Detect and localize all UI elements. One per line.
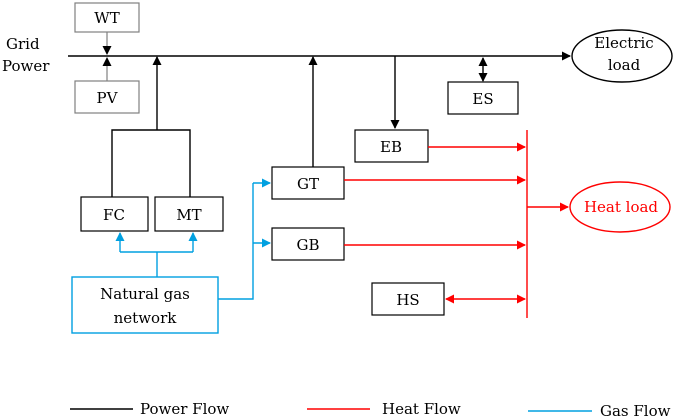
gt-box — [271, 166, 345, 200]
hs-label: HS — [396, 291, 419, 309]
legend-heat-label: Heat Flow — [382, 400, 461, 418]
mt-label: MT — [176, 206, 201, 224]
legend-gas-label: Gas Flow — [600, 402, 671, 419]
electric-load — [571, 29, 673, 83]
hs-box — [371, 282, 445, 316]
electric-load-line2: load — [608, 56, 641, 74]
wt-label: WT — [94, 9, 119, 27]
gb-label: GB — [296, 236, 319, 254]
eb-box — [354, 129, 429, 163]
es-label: ES — [472, 90, 493, 108]
natural-gas-line2: network — [114, 309, 178, 327]
heat-load — [569, 181, 671, 233]
natural-gas-box — [71, 276, 219, 334]
fc-box — [80, 196, 149, 232]
electric-load-line1: Electric — [594, 34, 653, 52]
fc-mt-power-link — [111, 129, 191, 197]
eb-label: EB — [380, 138, 402, 156]
grid-power-label-line2: Power — [2, 57, 50, 75]
legend-power-label: Power Flow — [140, 400, 229, 418]
natural-gas-line1: Natural gas — [100, 285, 190, 303]
legend: Power Flow Heat Flow Gas Flow — [70, 400, 671, 419]
gt-label: GT — [297, 175, 319, 193]
gb-box — [271, 227, 345, 261]
pv-label: PV — [97, 89, 119, 107]
heat-load-label: Heat load — [584, 198, 658, 216]
fc-label: FC — [103, 206, 125, 224]
mt-box — [154, 196, 224, 232]
gas-right-trunk — [218, 183, 254, 300]
grid-power-label-line1: Grid — [6, 35, 40, 53]
es-box — [447, 81, 519, 115]
